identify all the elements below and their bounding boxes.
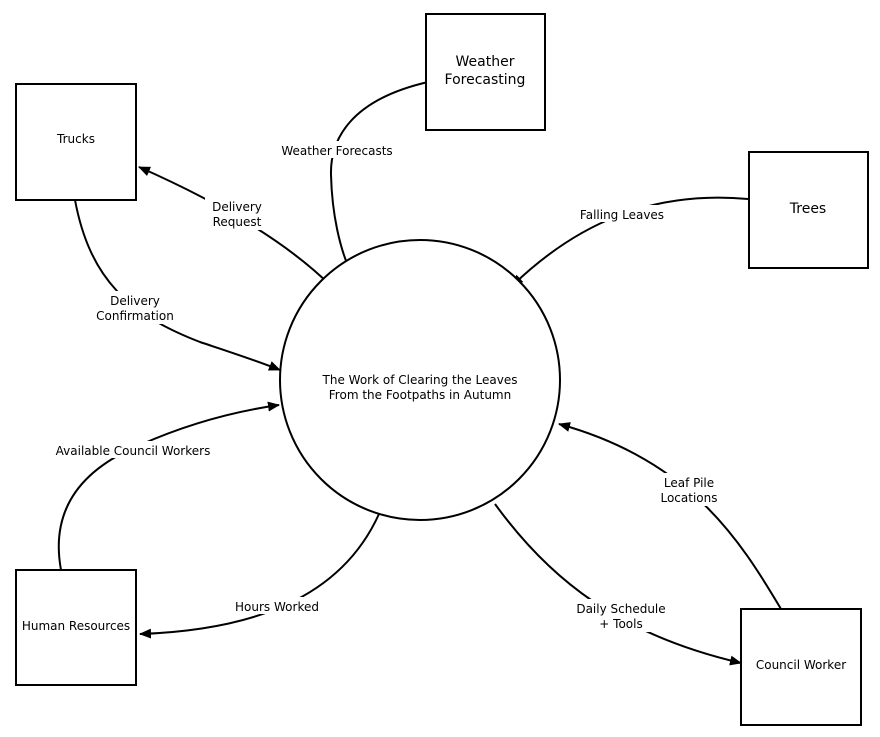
flow-hours-worked xyxy=(139,513,380,639)
process-label-line1: The Work of Clearing the Leaves xyxy=(322,373,518,387)
flow-delivery-confirmation xyxy=(74,199,281,371)
entity-council-worker-label: Council Worker xyxy=(756,658,846,672)
flow-label-delivery-confirmation-line1: Delivery xyxy=(110,294,160,308)
entity-weather-box xyxy=(425,13,546,131)
flow-available-council-workers xyxy=(57,401,280,571)
flow-label-delivery-confirmation-line2: Confirmation xyxy=(96,309,174,323)
flow-label-leaf-pile-locations-line2: Locations xyxy=(660,491,717,505)
flow-label-delivery-request-line1: Delivery xyxy=(212,200,262,214)
flow-label-hours-worked: Hours Worked xyxy=(235,600,319,614)
entity-trucks-label: Trucks xyxy=(56,132,95,146)
entity-human-resources-label: Human Resources xyxy=(22,619,130,633)
flow-label-leaf-pile-locations-line1: Leaf Pile xyxy=(664,476,714,490)
entity-human-resources-box xyxy=(15,569,137,686)
process-circle xyxy=(279,239,561,521)
flow-label-delivery-request-line2: Request xyxy=(213,215,262,229)
entity-trucks-box xyxy=(15,83,137,201)
flow-label-weather-forecasts: Weather Forecasts xyxy=(281,144,392,158)
flow-weather-forecasts xyxy=(329,81,429,272)
flow-daily-schedule xyxy=(494,503,742,666)
flow-label-daily-schedule-line2: + Tools xyxy=(599,617,642,631)
flow-label-available-council-workers: Available Council Workers xyxy=(56,444,211,458)
flow-label-daily-schedule-line1: Daily Schedule xyxy=(576,602,665,616)
flow-label-falling-leaves: Falling Leaves xyxy=(580,208,664,222)
entity-weather-label-line1: Weather xyxy=(456,54,515,70)
entity-trees-box xyxy=(748,151,869,269)
process-label-line2: From the Footpaths in Autumn xyxy=(329,388,511,402)
entity-trees-label: Trees xyxy=(789,201,826,217)
entity-council-worker-box xyxy=(740,608,862,726)
flow-leaf-pile-locations xyxy=(558,422,782,610)
entity-weather-label-line2: Forecasting xyxy=(445,72,526,88)
